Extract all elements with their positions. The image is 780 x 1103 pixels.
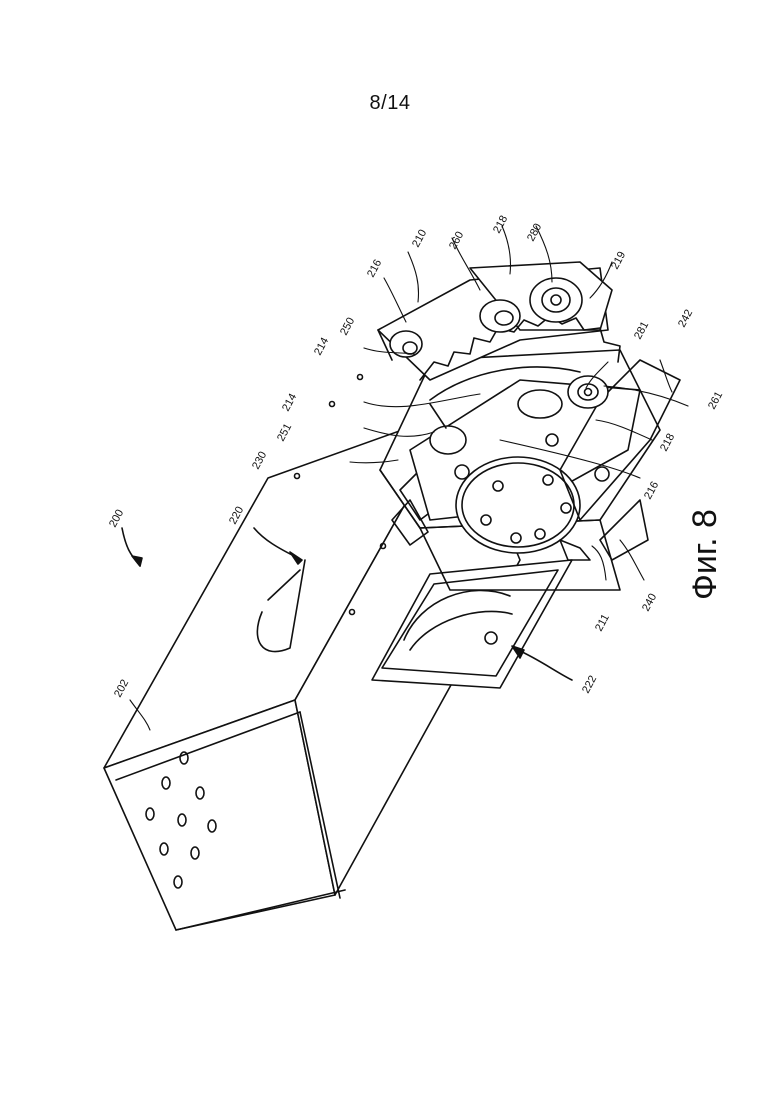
ref-261: 261	[706, 390, 725, 412]
roller-280	[530, 278, 582, 322]
ref-219: 219	[609, 250, 628, 272]
ref-250: 250	[338, 316, 357, 338]
roller-260	[480, 300, 520, 332]
arrow-222	[512, 646, 572, 680]
ref-210: 210	[410, 228, 429, 250]
ref-251: 251	[275, 422, 294, 444]
ref-200: 200	[107, 508, 126, 530]
ref-214-lower: 214	[280, 392, 299, 414]
ref-202: 202	[112, 678, 131, 700]
ref-242: 242	[676, 308, 695, 330]
ref-216-lower: 216	[642, 480, 661, 502]
roller-261	[518, 390, 562, 418]
ref-240: 240	[640, 592, 659, 614]
ref-281: 281	[632, 320, 651, 342]
ref-216-upper: 216	[365, 258, 384, 280]
ref-222: 222	[580, 674, 599, 696]
roller-281	[568, 376, 608, 408]
ref-211: 211	[593, 612, 612, 633]
ref-218-lower: 218	[658, 432, 677, 454]
ref-230: 230	[250, 450, 269, 472]
ref-218-upper: 218	[491, 214, 510, 236]
arrow-200	[122, 528, 142, 566]
ref-280: 280	[525, 222, 544, 244]
ref-214-upper: 214	[312, 336, 331, 358]
figure-caption: Фиг. 8	[686, 509, 725, 600]
ref-260: 260	[447, 230, 466, 252]
